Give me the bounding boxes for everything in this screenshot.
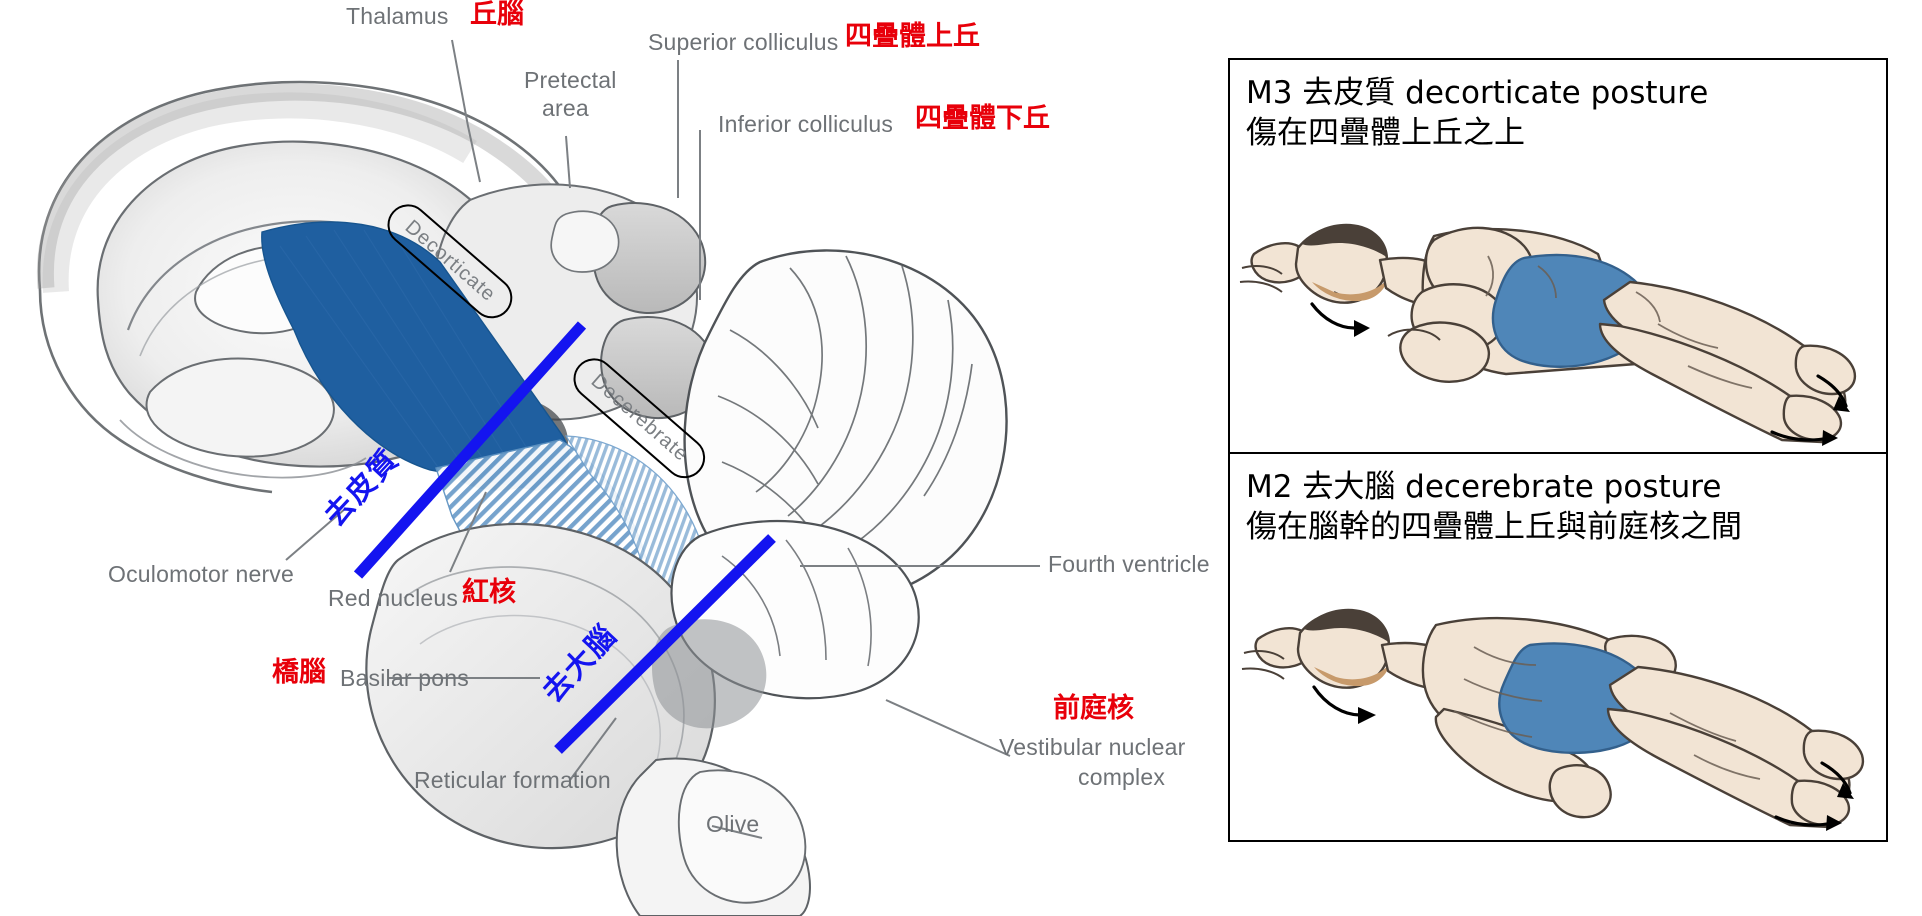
label-superior-colliculus-cn: 四疊體上丘 [845,21,980,52]
basilar-pons [365,522,716,850]
panel-m2-decerebrate: M2 去大腦 decerebrate posture 傷在腦幹的四疊體上丘與前庭… [1230,454,1886,839]
label-vestibular-en-line2: complex [1078,764,1166,790]
label-pretectal-area-line2: area [542,95,589,121]
vestibular-nuclear-complex-shading [652,619,767,729]
label-pretectal-area-line1: Pretectal [524,67,617,93]
brainstem-diagram: Thalamus 丘腦 Pretectal area Superior coll… [36,0,1210,916]
panel-m3-subtitle: 傷在四疊體上丘之上 [1246,114,1525,151]
panel-m3-title: M3 去皮質 decorticate posture [1246,75,1709,111]
brainstem-illustration [36,39,1040,916]
label-vestibular-en-line1: Vestibular nuclear [999,734,1186,760]
label-inferior-colliculus-en: Inferior colliculus [718,111,894,137]
label-red-nucleus-cn: 紅核 [462,577,516,608]
label-basilar-pons-cn: 橋腦 [272,657,326,688]
label-oculomotor-nerve: Oculomotor nerve [108,561,294,587]
label-thalamus-cn: 丘腦 [470,0,524,30]
label-thalamus-en: Thalamus [346,3,449,29]
label-fourth-ventricle: Fourth ventricle [1048,551,1210,577]
arrow-heads [1358,707,1854,831]
decorticate-transection-line [353,321,587,579]
label-red-nucleus-en: Red nucleus [328,585,459,611]
panel-m3-decorticate: M3 去皮質 decorticate posture 傷在四疊體上丘之上 [1230,60,1886,454]
label-superior-colliculus-en: Superior colliculus [648,29,839,55]
label-olive: Olive [706,811,760,837]
panel-m2-title: M2 去大腦 decerebrate posture [1246,469,1722,505]
posture-panels: M3 去皮質 decorticate posture 傷在四疊體上丘之上 [1228,58,1888,842]
decerebrate-posture-illustration [1230,583,1886,835]
label-reticular-formation: Reticular formation [414,767,611,793]
transection-lines [353,321,776,754]
arrow-heads [1354,320,1850,446]
label-inferior-colliculus-cn: 四疊體下丘 [915,103,1050,134]
panel-m2-subtitle: 傷在腦幹的四疊體上丘與前庭核之間 [1246,508,1742,545]
leader-lines [285,39,1040,839]
decerebrate-transection-line [554,534,776,754]
cerebrum-outline [36,80,588,494]
decorticate-posture-illustration [1230,196,1886,448]
medulla-and-olive [615,757,811,916]
label-vestibular-cn: 前庭核 [1053,693,1134,724]
panel-m2-text: M2 去大腦 decerebrate posture 傷在腦幹的四疊體上丘與前庭… [1230,454,1886,547]
panel-m3-text: M3 去皮質 decorticate posture 傷在四疊體上丘之上 [1230,60,1886,153]
label-basilar-pons-en: Basilar pons [340,665,469,691]
